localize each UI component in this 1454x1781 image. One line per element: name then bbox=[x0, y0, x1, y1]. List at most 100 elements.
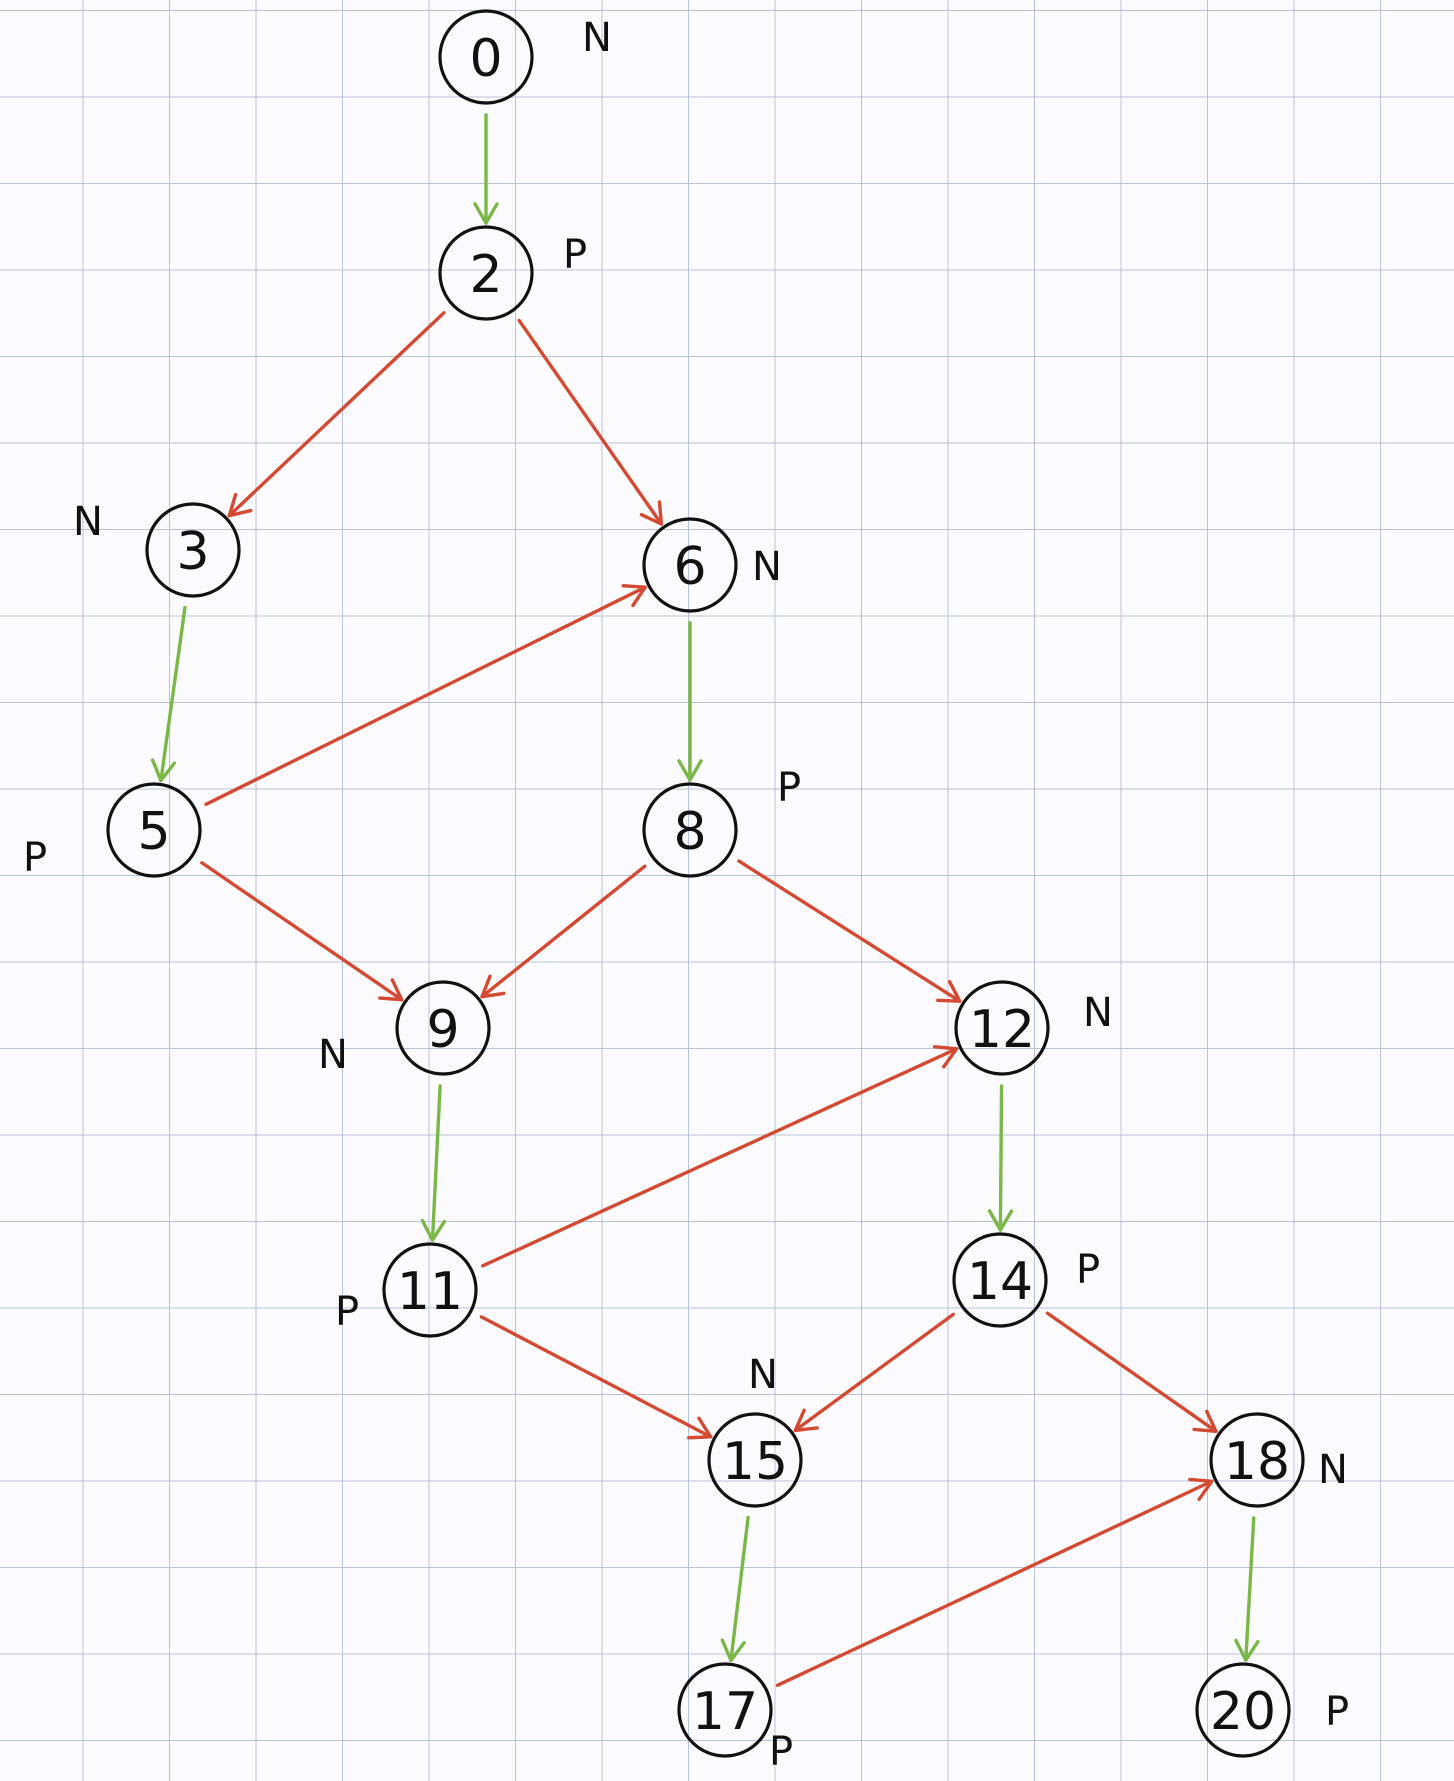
node-5: 5P bbox=[23, 782, 202, 881]
node-circle bbox=[106, 782, 202, 878]
node-8: 8P bbox=[642, 765, 801, 878]
edge-5-to-9 bbox=[200, 861, 404, 1002]
edge-line bbox=[775, 1479, 1214, 1688]
edge-0-to-2 bbox=[473, 113, 499, 225]
node-9: 9N bbox=[318, 980, 491, 1078]
node-circle bbox=[438, 9, 534, 105]
node-tag: N bbox=[1318, 1447, 1348, 1493]
edge-14-to-15 bbox=[793, 1312, 955, 1433]
arrowhead bbox=[936, 980, 962, 1003]
edge-line bbox=[227, 311, 446, 518]
node-tag: P bbox=[23, 835, 47, 881]
node-label: 5 bbox=[137, 802, 170, 862]
node-14: 14 P bbox=[952, 1232, 1100, 1328]
arrowhead bbox=[378, 978, 404, 1002]
arrowhead bbox=[1188, 1477, 1214, 1502]
edge-line bbox=[737, 859, 962, 1003]
edge-line bbox=[998, 1084, 1004, 1232]
node-20: 20 P bbox=[1195, 1662, 1349, 1758]
edge-12-to-14 bbox=[987, 1084, 1014, 1232]
node-17: 17P bbox=[677, 1662, 793, 1775]
node-tag: P bbox=[777, 765, 801, 811]
node-11: 11 P bbox=[335, 1242, 478, 1338]
edge-11-to-15 bbox=[479, 1315, 713, 1440]
arrowhead bbox=[639, 500, 664, 526]
node-label: 14 bbox=[967, 1252, 1033, 1312]
edge-line bbox=[159, 605, 187, 783]
edge-15-to-17 bbox=[720, 1515, 750, 1663]
arrowhead bbox=[932, 1045, 959, 1069]
edge-line bbox=[481, 1047, 959, 1268]
edge-9-to-11 bbox=[420, 1084, 447, 1242]
node-tag: N bbox=[1083, 990, 1113, 1036]
edge-2-to-3 bbox=[227, 311, 446, 518]
arrowhead bbox=[720, 1638, 746, 1663]
edge-line bbox=[1244, 1516, 1256, 1662]
edges-layer bbox=[150, 113, 1260, 1688]
edge-5-to-6 bbox=[204, 584, 647, 806]
arrowhead bbox=[473, 202, 499, 225]
arrowhead bbox=[793, 1408, 819, 1433]
edge-14-to-18 bbox=[1045, 1311, 1218, 1434]
node-18: 18 N bbox=[1209, 1412, 1348, 1508]
node-tag: P bbox=[1076, 1247, 1100, 1293]
node-tag: P bbox=[335, 1289, 359, 1335]
node-tag: N bbox=[318, 1032, 348, 1078]
node-circle bbox=[395, 980, 491, 1076]
edge-17-to-18 bbox=[775, 1477, 1214, 1688]
edge-line bbox=[1045, 1311, 1218, 1434]
arrowhead bbox=[621, 584, 647, 608]
node-label: 9 bbox=[426, 1000, 459, 1060]
edge-8-to-12 bbox=[737, 859, 962, 1003]
node-label: 0 bbox=[469, 29, 502, 89]
edge-2-to-6 bbox=[517, 318, 664, 526]
edge-8-to-9 bbox=[480, 864, 647, 999]
arrowhead bbox=[1192, 1409, 1218, 1434]
node-tag: P bbox=[769, 1729, 793, 1775]
edge-line bbox=[200, 861, 404, 1002]
node-label: 20 bbox=[1210, 1682, 1276, 1742]
edge-line bbox=[517, 318, 664, 526]
node-circle bbox=[145, 502, 241, 598]
arrowhead bbox=[480, 974, 506, 999]
node-circle bbox=[642, 517, 738, 613]
node-circle bbox=[707, 1412, 803, 1508]
node-tag: N bbox=[748, 1352, 778, 1398]
node-tag: N bbox=[73, 499, 103, 545]
edge-6-to-8 bbox=[677, 621, 703, 782]
node-label: 3 bbox=[176, 522, 209, 582]
node-label: 2 bbox=[469, 245, 502, 305]
arrowhead bbox=[987, 1209, 1014, 1232]
node-label: 8 bbox=[673, 802, 706, 862]
node-circle bbox=[1209, 1412, 1305, 1508]
edge-line bbox=[430, 1084, 442, 1242]
edge-3-to-5 bbox=[150, 605, 187, 783]
node-tag: N bbox=[752, 544, 782, 590]
node-3: 3N bbox=[73, 499, 241, 598]
node-tag: N bbox=[582, 15, 612, 61]
node-circle bbox=[677, 1662, 773, 1758]
edge-18-to-20 bbox=[1234, 1516, 1260, 1662]
node-circle bbox=[1195, 1662, 1291, 1758]
node-circle bbox=[954, 980, 1050, 1076]
edge-line bbox=[204, 585, 647, 806]
node-label: 18 bbox=[1224, 1432, 1290, 1492]
node-tag: P bbox=[1325, 1689, 1349, 1735]
node-tag: P bbox=[563, 232, 587, 278]
node-15: 15 N bbox=[707, 1352, 803, 1508]
node-label: 11 bbox=[397, 1262, 463, 1322]
edge-11-to-12 bbox=[481, 1045, 959, 1268]
node-circle bbox=[642, 782, 738, 878]
node-label: 15 bbox=[722, 1432, 788, 1492]
arrowhead bbox=[1234, 1638, 1260, 1662]
node-circle bbox=[382, 1242, 478, 1338]
arrowhead bbox=[420, 1218, 447, 1242]
arrowhead bbox=[687, 1416, 713, 1440]
arrowhead bbox=[150, 758, 177, 783]
